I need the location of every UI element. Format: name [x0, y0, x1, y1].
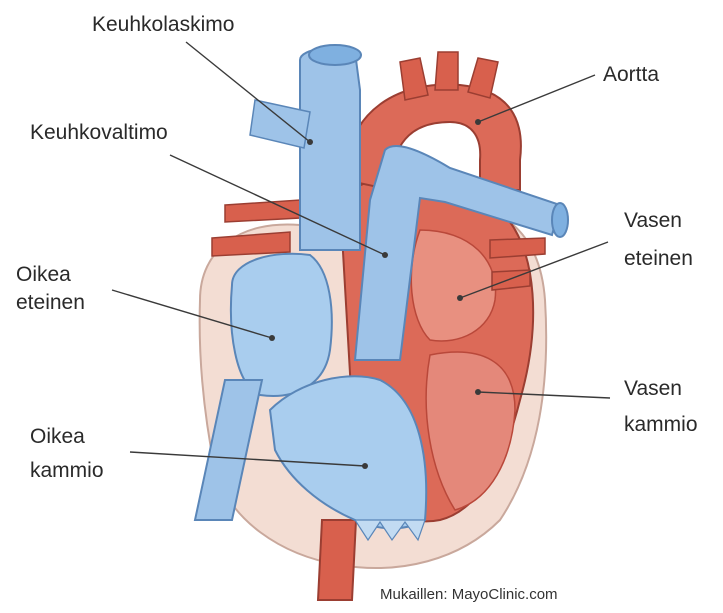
leader-keuhkolaskimo — [186, 42, 310, 142]
label-aortta: Aortta — [603, 62, 659, 88]
label-oikea-eteinen-line2: eteinen — [16, 290, 85, 316]
label-keuhkovaltimo: Keuhkovaltimo — [30, 120, 168, 146]
pulmonary-vein-left-lower — [212, 232, 290, 256]
label-oikea-kammio-line1: Oikea — [30, 424, 85, 450]
right-atrium — [231, 254, 332, 396]
aortic-branch-2 — [435, 52, 458, 90]
pulmonary-artery-opening — [552, 203, 568, 237]
descending-aorta — [318, 520, 356, 600]
label-keuhkolaskimo: Keuhkolaskimo — [92, 12, 234, 38]
label-oikea-kammio-line2: kammio — [30, 458, 104, 484]
label-vasen-kammio-line2: kammio — [624, 412, 698, 438]
aortic-branch-1 — [400, 58, 428, 100]
label-vasen-eteinen-line1: Vasen — [624, 208, 682, 234]
label-oikea-eteinen-line1: Oikea — [16, 262, 71, 288]
label-vasen-eteinen-line2: eteinen — [624, 246, 693, 272]
vena-cava-opening — [309, 45, 361, 65]
label-vasen-kammio-line1: Vasen — [624, 376, 682, 402]
pulmonary-vein-right-upper — [490, 238, 545, 258]
aortic-branch-3 — [468, 58, 498, 98]
source-credit: Mukaillen: MayoClinic.com — [380, 586, 558, 603]
